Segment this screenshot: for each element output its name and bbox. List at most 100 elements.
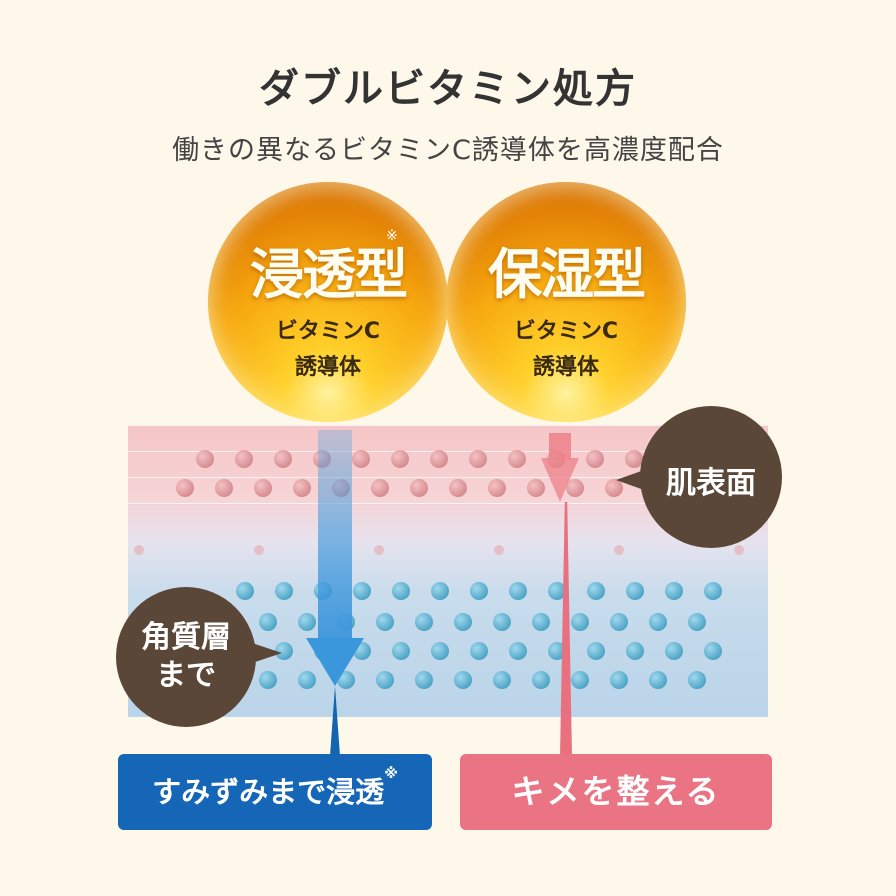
orb-line-1: ビタミンC (275, 319, 381, 344)
orb-title: 浸透型 (250, 242, 408, 306)
skin-surface-label: 肌表面 (666, 466, 756, 501)
penetrating-vitamin-orb: 浸透型 ※ ビタミンC 誘導体 (208, 182, 448, 422)
orb-subtitle: ビタミンC 誘導体 (446, 314, 686, 386)
moisture-particle (493, 613, 511, 631)
moisture-particle (626, 642, 644, 660)
moisture-particle (548, 642, 566, 660)
skin-particle (215, 479, 233, 497)
orb-note-mark: ※ (386, 228, 398, 244)
penetration-pointer (330, 686, 340, 756)
orb-line-2: 誘導体 (532, 355, 599, 380)
moisturizing-vitamin-orb: 保湿型 ビタミンC 誘導体 (446, 182, 686, 422)
moisture-particle (688, 671, 706, 689)
skin-particle (469, 450, 487, 468)
skin-particle (235, 450, 253, 468)
skin-particle (614, 545, 624, 555)
skin-particle (586, 450, 604, 468)
stratum-corneum-bubble: 角質層 まで (116, 587, 282, 727)
moisture-particle (298, 613, 316, 631)
skin-cell-row (128, 503, 768, 530)
skin-particle (410, 479, 428, 497)
penetrate-label: すみずみまで浸透 (152, 775, 385, 809)
orb-line-1: ビタミンC (513, 319, 619, 344)
orb-title: 保湿型 (488, 242, 646, 306)
skin-particle (176, 479, 194, 497)
skin-particle (430, 450, 448, 468)
moisture-particle (454, 613, 472, 631)
moisture-particle (493, 671, 511, 689)
skin-particle (734, 545, 744, 555)
moisture-particle (548, 582, 566, 600)
skin-cell-row (128, 425, 768, 452)
skin-particle (494, 545, 504, 555)
moisture-particle (454, 671, 472, 689)
page-title: ダブルビタミン処方 (259, 66, 637, 112)
skin-particle (449, 479, 467, 497)
skin-cell-row (128, 451, 768, 478)
moisture-particle (665, 582, 683, 600)
skin-particle (134, 545, 144, 555)
moisture-particle (392, 582, 410, 600)
moisture-particle (415, 671, 433, 689)
surface-arrow-head (541, 458, 579, 502)
moisture-particle (626, 582, 644, 600)
moisture-particle (470, 642, 488, 660)
moisture-particle (431, 642, 449, 660)
moisture-particle (259, 613, 277, 631)
moisture-particle (704, 642, 722, 660)
moisture-particle (587, 582, 605, 600)
penetration-arrow-shaft (318, 430, 352, 640)
moisture-particle (376, 671, 394, 689)
moisture-particle (353, 582, 371, 600)
moisture-particle (259, 671, 277, 689)
stratum-line-1: 角質層 (141, 620, 231, 655)
skin-particle (527, 479, 545, 497)
penetration-arrow-head (306, 638, 364, 686)
moisture-particle (571, 613, 589, 631)
moisture-particle (532, 613, 550, 631)
moisture-particle (431, 582, 449, 600)
texture-label: キメを整える (511, 772, 721, 811)
skin-particle (274, 450, 292, 468)
skin-cell-row (128, 477, 768, 504)
skin-surface-bubble: 肌表面 (616, 406, 782, 548)
moisture-particle (688, 613, 706, 631)
stratum-line-2: まで (156, 658, 216, 693)
skin-particle (391, 450, 409, 468)
moisture-particle (665, 642, 683, 660)
moisture-particle (275, 582, 293, 600)
penetrate-thoroughly-badge: すみずみまで浸透※ (118, 754, 432, 830)
surface-arrow-shaft (549, 433, 571, 459)
skin-particle (196, 450, 214, 468)
moisture-particle (571, 671, 589, 689)
stratum-label: 角質層 まで (116, 619, 256, 695)
skin-particle (625, 450, 643, 468)
orb-line-2: 誘導体 (294, 355, 361, 380)
moisture-particle (704, 582, 722, 600)
penetrate-note-mark: ※ (384, 766, 398, 782)
moisture-particle (649, 671, 667, 689)
moisture-particle (509, 642, 527, 660)
skin-particle (488, 479, 506, 497)
skin-particle (254, 545, 264, 555)
moisture-particle (509, 582, 527, 600)
skin-particle (352, 450, 370, 468)
skin-particle (293, 479, 311, 497)
skin-particle (254, 479, 272, 497)
moisture-particle (649, 613, 667, 631)
moisture-particle (236, 582, 254, 600)
moisture-particle (470, 582, 488, 600)
skin-particle (374, 545, 384, 555)
moisture-particle (532, 671, 550, 689)
orb-subtitle: ビタミンC 誘導体 (208, 314, 448, 386)
skin-particle (371, 479, 389, 497)
skin-particle (508, 450, 526, 468)
moisture-particle (587, 642, 605, 660)
page-subtitle: 働きの異なるビタミンC誘導体を高濃度配合 (172, 135, 724, 166)
moisture-particle (610, 613, 628, 631)
moisture-particle (376, 613, 394, 631)
moisture-particle (392, 642, 410, 660)
moisture-particle (610, 671, 628, 689)
refine-texture-badge: キメを整える (460, 754, 772, 830)
moisture-particle (415, 613, 433, 631)
